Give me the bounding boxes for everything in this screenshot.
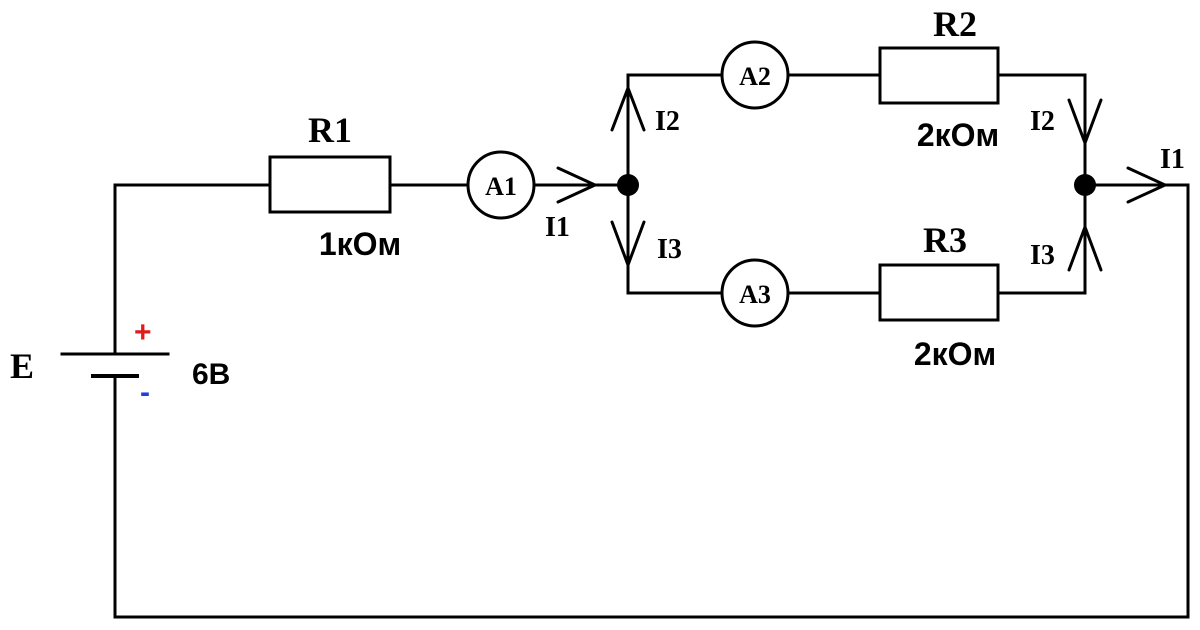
resistor-r1 [268, 155, 392, 214]
resistor-r3 [878, 263, 1000, 322]
ammeter-a2 [720, 40, 790, 110]
ammeter-a2-label: A2 [739, 62, 771, 91]
source-voltage: 6В [192, 358, 230, 391]
current-label-i2-right: I2 [1030, 106, 1055, 137]
source-label: E [10, 346, 34, 386]
plus-sign: + [134, 316, 152, 349]
battery [60, 342, 170, 380]
resistor-r3-value: 2кОм [914, 336, 996, 372]
current-label-i1-out: I1 [1160, 144, 1185, 175]
current-label-i3-left: I3 [657, 234, 682, 265]
arrow-down-icon [1067, 98, 1103, 145]
resistor-r2 [878, 46, 1000, 105]
junction-node-right [1074, 174, 1096, 196]
arrow-right-icon [556, 166, 597, 204]
resistor-r2-value: 2кОм [917, 117, 999, 153]
arrow-up-icon [1067, 225, 1103, 272]
resistor-r3-name: R3 [923, 220, 967, 260]
current-label-i2-left: I2 [655, 106, 680, 137]
ammeter-a1-label: A1 [485, 172, 517, 201]
ammeter-a1 [466, 150, 536, 220]
resistor-r1-value: 1кОм [319, 226, 401, 262]
arrow-down-icon [610, 220, 646, 267]
resistor-r1-name: R1 [308, 110, 352, 150]
wire-node-a3 [626, 183, 723, 295]
resistor-r2-name: R2 [933, 4, 977, 44]
wire-left-top [113, 183, 272, 346]
ammeter-a3 [720, 258, 790, 328]
current-label-i3-right: I3 [1030, 240, 1055, 271]
current-label-i1-in: I1 [545, 212, 570, 243]
arrow-up-icon [610, 86, 646, 132]
wire-r3-node [996, 183, 1087, 295]
wire-return [113, 183, 1190, 619]
arrow-right-icon [1126, 166, 1167, 204]
wire-r2-node [996, 73, 1087, 187]
minus-sign: - [140, 376, 150, 409]
wire-node-a2 [626, 73, 723, 187]
junction-node-left [617, 174, 639, 196]
wires [113, 73, 1190, 619]
ammeter-a3-label: A3 [739, 280, 771, 309]
